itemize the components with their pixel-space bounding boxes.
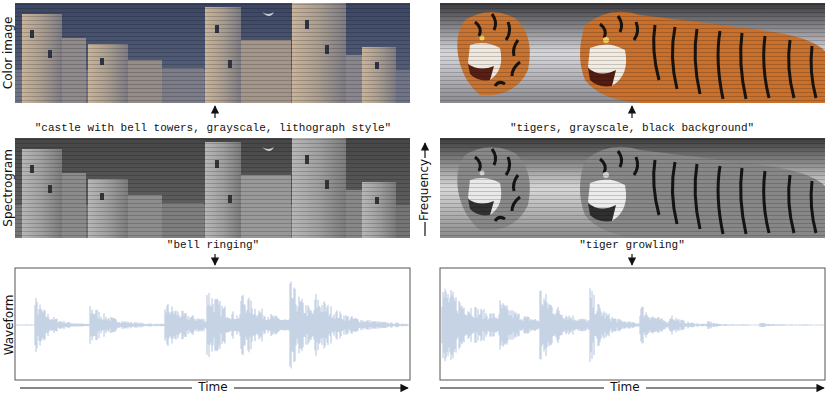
- axis-label: Frequency: [418, 159, 432, 221]
- tiger-image: [440, 3, 825, 103]
- row-label: Color image: [2, 17, 16, 90]
- tiger-spectrogram: [440, 138, 830, 238]
- axis-label: Time: [192, 381, 233, 395]
- castle-spectrogram: [15, 138, 410, 238]
- text-prompt: "tigers, grayscale, black background": [510, 122, 754, 135]
- axis-label: Time: [604, 381, 645, 395]
- waveform-trace: [441, 288, 823, 361]
- text-prompt: "castle with bell towers, grayscale, lit…: [35, 122, 391, 135]
- waveform-frame: [440, 268, 825, 380]
- text-prompt: "tiger growling": [579, 239, 685, 252]
- waveform-frame: [15, 268, 410, 380]
- row-label: Spectrogram: [2, 149, 16, 227]
- text-prompt: "bell ringing": [167, 239, 259, 252]
- row-label: Waveform: [2, 295, 16, 356]
- castle-image: [15, 3, 410, 103]
- waveform-trace: [16, 282, 408, 369]
